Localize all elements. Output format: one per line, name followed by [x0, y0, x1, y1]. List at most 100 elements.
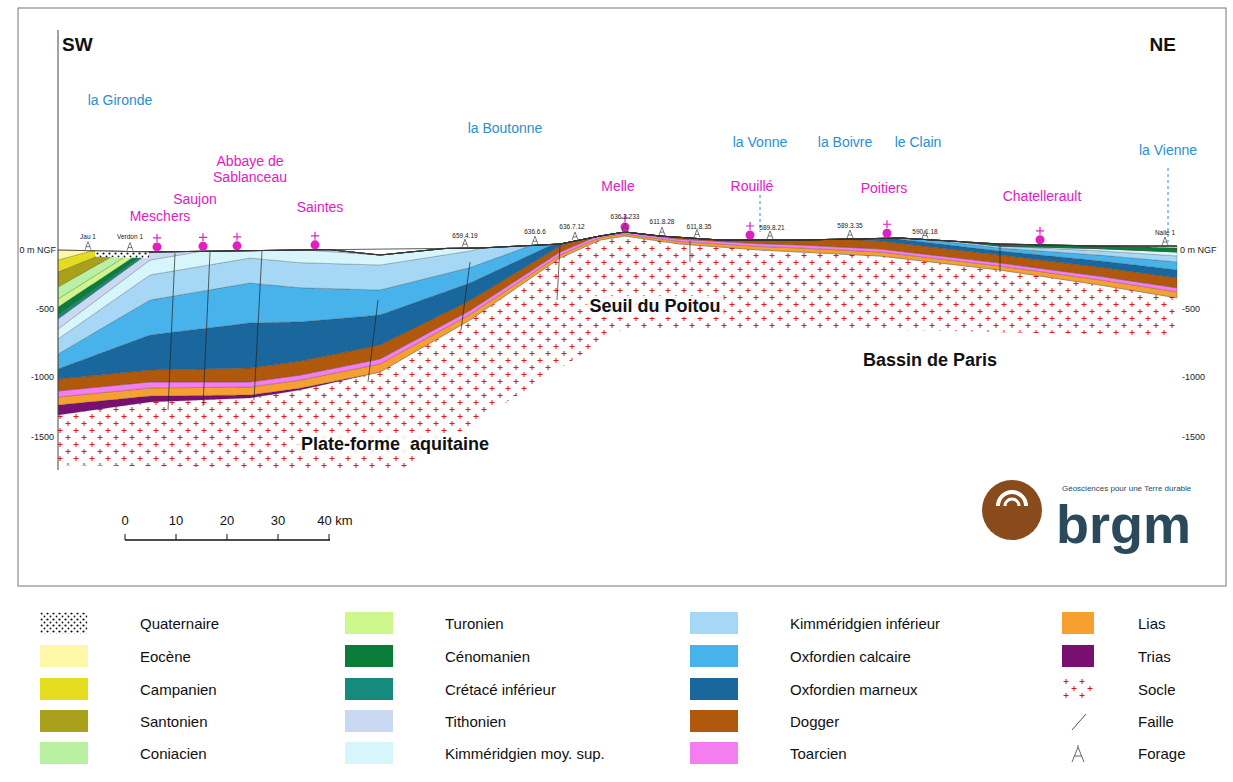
legend-entry: Kimméridgien inférieur [690, 612, 990, 636]
river-name: la Vonne [733, 134, 788, 150]
region-name: Plate-forme aquitaine [298, 434, 492, 455]
fault-line [368, 300, 378, 382]
rock-layer [58, 232, 1177, 319]
legend-entry: Quaternaire [40, 612, 340, 636]
borehole-id: Jau 1 [80, 233, 96, 240]
legend-label: Forage [1138, 745, 1186, 762]
legend-label: Santonien [140, 713, 208, 730]
river-name: la Boivre [818, 134, 872, 150]
legend-swatch [40, 742, 88, 764]
borehole-id: 589.3.35 [837, 222, 862, 229]
scale-label: 30 [271, 514, 285, 529]
legend-entry: Cénomanien [345, 645, 645, 669]
legend-entry: Forage [1062, 742, 1233, 766]
depth-label: -1000 [1182, 372, 1205, 382]
legend-label: Kimméridgien inférieur [790, 615, 940, 632]
borehole-id: 659.4.19 [452, 232, 477, 239]
borehole-symbol [85, 242, 91, 250]
town-marker [233, 233, 242, 251]
depth-label: -1500 [31, 432, 54, 442]
legend-label: Coniacien [140, 745, 207, 762]
legend-entry: Tithonien [345, 710, 645, 734]
borehole-id: Verdon 1 [117, 233, 143, 240]
town-name: Chatellerault [1003, 188, 1082, 204]
fault-line [690, 241, 691, 262]
legend-label: Trias [1138, 648, 1171, 665]
borehole-id: 590.1.18 [912, 228, 937, 235]
legend-swatch [690, 678, 738, 700]
river-name: la Gironde [88, 92, 153, 108]
legend-label: Dogger [790, 713, 839, 730]
borehole-symbol [462, 239, 468, 247]
borehole-id: 611.8.35 [687, 223, 712, 230]
legend-swatch [345, 678, 393, 700]
region-name: Bassin de Paris [860, 350, 1000, 371]
legend-symbol [1062, 678, 1096, 702]
borehole-symbol [1162, 237, 1168, 245]
legend-swatch [40, 710, 88, 732]
town-name: Rouillé [731, 178, 774, 194]
legend-label: Cénomanien [445, 648, 530, 665]
borehole-id: 589.8.21 [759, 224, 784, 231]
rock-layer [58, 232, 1177, 391]
legend-entry: Turonien [345, 612, 645, 636]
legend-label: Toarcien [790, 745, 847, 762]
legend-label: Eocène [140, 648, 191, 665]
legend-symbol [1062, 710, 1096, 734]
town-marker [746, 222, 755, 240]
legend-label: Tithonien [445, 713, 506, 730]
fault-line [1000, 246, 1001, 272]
depth-label: -500 [36, 304, 54, 314]
legend-label: Kimméridgien moy. sup. [445, 745, 605, 762]
legend-entry: Santonien [40, 710, 340, 734]
rock-layer [58, 232, 1177, 354]
direction-label: NE [1150, 34, 1176, 56]
region-name: Seuil du Poitou [587, 296, 724, 317]
town-marker [883, 220, 892, 238]
borehole-symbol [127, 243, 133, 251]
logo-wordmark: brgm [1056, 497, 1191, 551]
direction-label: SW [62, 34, 93, 56]
scale-bar [125, 534, 330, 540]
rock-layer [58, 232, 1177, 397]
legend-entry: Lias [1062, 612, 1233, 636]
legend-swatch [345, 645, 393, 667]
legend-swatch [40, 678, 88, 700]
depth-label: 0 m NGF [19, 245, 56, 255]
legend-label: Turonien [445, 615, 504, 632]
town-name: Saujon [173, 191, 217, 207]
town-marker [153, 234, 162, 252]
borehole-symbol [694, 229, 700, 237]
legend-label: Crétacé inférieur [445, 681, 556, 698]
legend-swatch [690, 710, 738, 732]
legend-swatch [345, 742, 393, 764]
borehole-symbol [767, 231, 773, 239]
legend-swatch [690, 612, 738, 634]
rock-layer [58, 232, 1177, 272]
legend-swatch [345, 710, 393, 732]
fault-line [203, 252, 210, 406]
legend-label: Lias [1138, 615, 1166, 632]
legend-swatch [40, 645, 88, 667]
legend-label: Oxfordien calcaire [790, 648, 911, 665]
legend-label: Quaternaire [140, 615, 219, 632]
town-marker [311, 232, 320, 250]
figure-frame [18, 8, 1226, 586]
depth-label: -500 [1182, 304, 1200, 314]
rock-layer [58, 232, 1177, 260]
legend-label: Faille [1138, 713, 1174, 730]
geologic-layers [58, 232, 1177, 470]
legend-label: Oxfordien marneux [790, 681, 918, 698]
rock-layer [58, 232, 1177, 299]
borehole-symbol [532, 236, 538, 244]
legend-entry: Faille [1062, 710, 1233, 734]
fault-line [461, 262, 470, 330]
town-name: Meschers [130, 208, 191, 224]
legend-swatch [1062, 612, 1094, 634]
legend-entry: Eocène [40, 645, 340, 669]
rock-layer [58, 232, 1177, 339]
logo-tagline: Géosciences pour une Terre durable [1062, 484, 1191, 493]
river-name: la Boutonne [468, 120, 543, 136]
legend-swatch [345, 612, 393, 634]
